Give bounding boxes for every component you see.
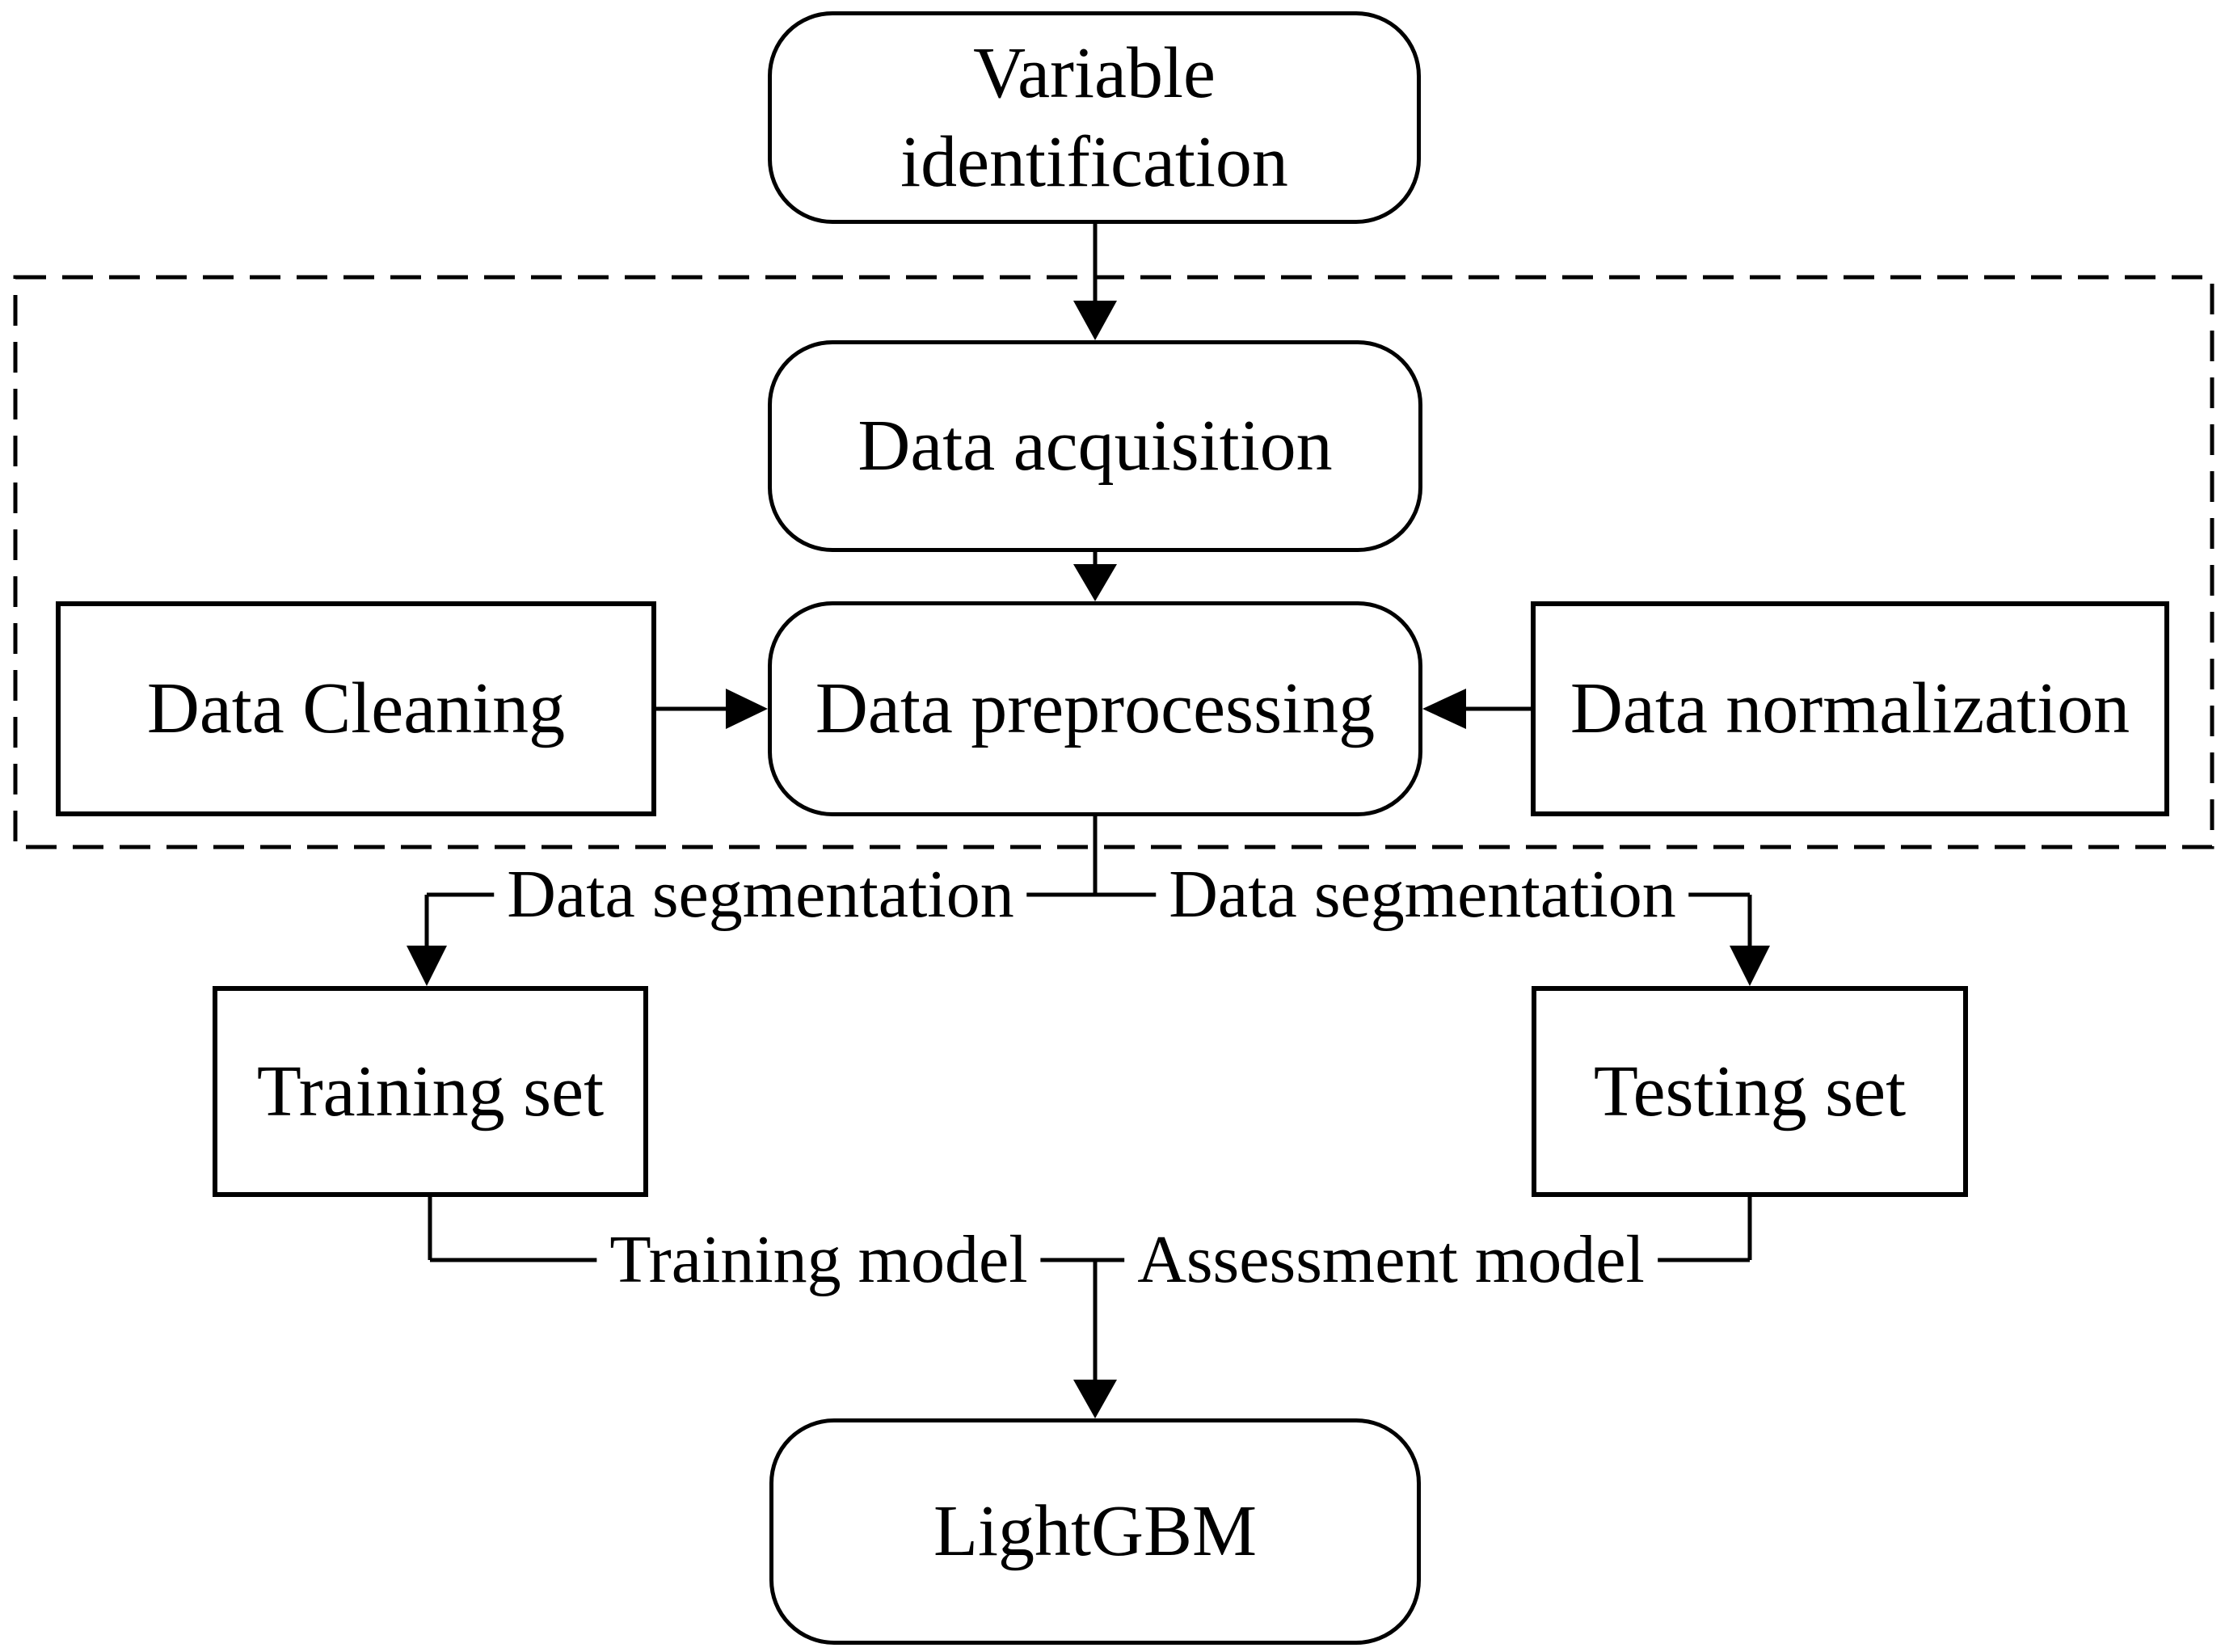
node-variable-identification: Variable identification [768,11,1421,224]
dashed-region-border [13,275,2214,849]
arrow-cleaning-to-preprocessing [656,689,768,729]
edge-label-data-segmentation-left: Data segmentation [494,858,1027,931]
edge-label-data-segmentation-right: Data segmentation [1156,858,1689,931]
branch-segmentation-lines [407,815,1770,986]
node-testing-set: Testing set [1532,986,1968,1197]
arrow-acquisition-to-preprocessing [1073,552,1117,601]
arrow-identification-to-acquisition [1073,224,1117,340]
node-data-acquisition: Data acquisition [768,340,1422,552]
node-data-cleaning: Data Cleaning [56,601,656,816]
merge-to-lightgbm-lines [428,1197,1752,1418]
node-data-normalization: Data normalization [1531,601,2169,816]
node-data-preprocessing: Data preprocessing [768,601,1422,816]
node-training-set: Training set [213,986,648,1197]
edge-label-training-model: Training model [596,1224,1041,1296]
arrow-normalization-to-preprocessing [1422,689,1531,729]
edge-label-assessment-model: Assessment model [1124,1224,1658,1296]
node-lightgbm: LightGBM [769,1418,1421,1645]
